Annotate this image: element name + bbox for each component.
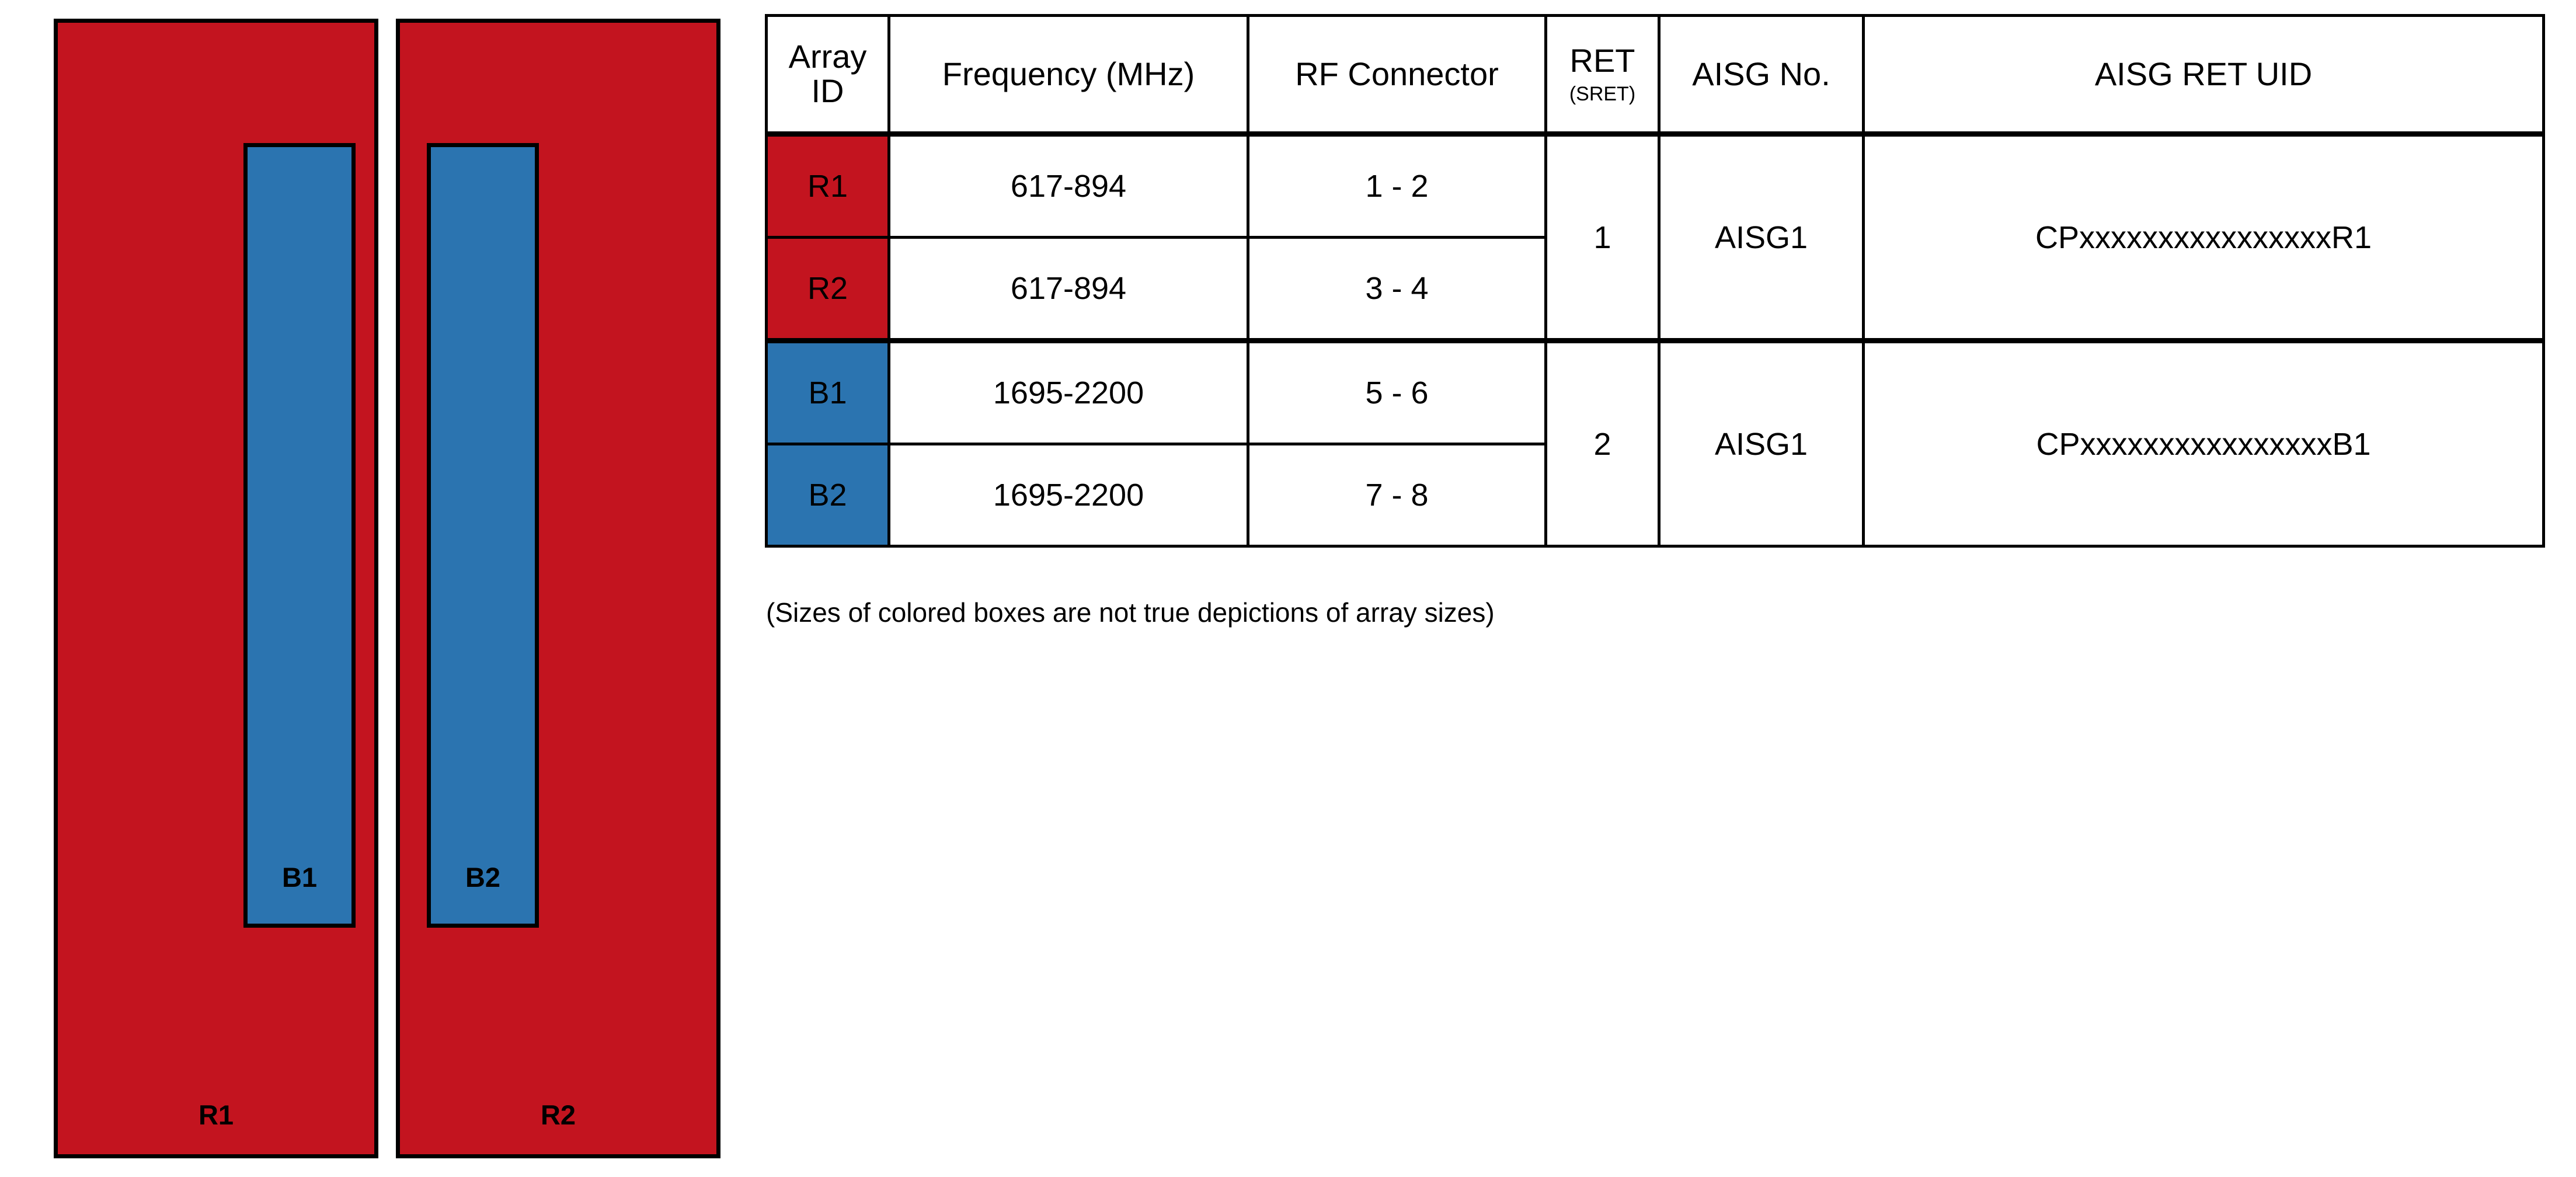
cell-aisg-no-group-1: AISG1 [1658, 131, 1865, 342]
cell-frequency-b2: 1695-2200 [887, 443, 1249, 548]
cell-frequency-r1: 617-894 [887, 131, 1249, 239]
cell-aisg-no-group-2: AISG1 [1658, 338, 1865, 548]
table-row: R1 617-894 1 - 2 1 AISG1 CPxxxxxxxxxxxxx… [765, 131, 2545, 342]
table-row: B2 1695-2200 7 - 8 [765, 443, 2544, 548]
column-header-ret: RET (SRET) [1544, 14, 1661, 135]
cell-aisg-ret-uid-group-1: CPxxxxxxxxxxxxxxxxR1 [1862, 131, 2545, 342]
diagram-size-disclaimer-note: (Sizes of colored boxes are not true dep… [766, 597, 1495, 628]
column-header-aisg-no: AISG No. [1658, 14, 1865, 135]
column-header-ret-sub: (SRET) [1569, 82, 1636, 105]
array-panel-r2: B2 R2 [396, 19, 720, 1158]
column-header-rf-connector: RF Connector [1247, 14, 1547, 135]
cell-array-id-r1: R1 [765, 131, 890, 239]
array-diagram: B1 R1 B2 R2 [0, 0, 747, 1177]
cell-aisg-ret-uid-group-2: CPxxxxxxxxxxxxxxxxB1 [1862, 338, 2545, 548]
sub-array-b1: B1 [243, 143, 356, 928]
sub-array-label-b1: B1 [281, 862, 318, 893]
table-row: R2 617-894 3 - 4 [765, 236, 2544, 342]
cell-frequency-r2: 617-894 [887, 236, 1249, 342]
column-header-aisg-ret-uid: AISG RET UID [1862, 14, 2545, 135]
cell-rf-connector-b1: 5 - 6 [1247, 338, 1547, 445]
sub-array-b2: B2 [427, 143, 539, 928]
cell-rf-connector-b2: 7 - 8 [1247, 443, 1547, 548]
array-configuration-table: Array ID Frequency (MHz) RF Connector RE… [765, 14, 2545, 548]
array-configuration-table-region: Array ID Frequency (MHz) RF Connector RE… [765, 14, 2551, 548]
column-header-ret-main: RET [1569, 41, 1635, 79]
column-header-frequency: Frequency (MHz) [887, 14, 1249, 135]
cell-array-id-b1: B1 [765, 338, 890, 445]
column-header-array-id: Array ID [765, 14, 890, 135]
cell-frequency-b1: 1695-2200 [887, 338, 1249, 445]
sub-array-label-b2: B2 [465, 862, 501, 893]
array-panel-r1: B1 R1 [54, 19, 378, 1158]
cell-ret-group-1: 1 [1544, 131, 1661, 342]
array-panel-label-r1: R1 [198, 1099, 234, 1130]
table-row: B1 1695-2200 5 - 6 2 AISG1 CPxxxxxxxxxxx… [765, 338, 2545, 548]
table-header-row: Array ID Frequency (MHz) RF Connector RE… [765, 14, 2545, 135]
cell-ret-group-2: 2 [1544, 338, 1661, 548]
cell-rf-connector-r2: 3 - 4 [1247, 236, 1547, 342]
cell-array-id-b2: B2 [765, 443, 890, 548]
cell-array-id-r2: R2 [765, 236, 890, 342]
array-panel-label-r2: R2 [540, 1099, 576, 1130]
cell-rf-connector-r1: 1 - 2 [1247, 131, 1547, 239]
